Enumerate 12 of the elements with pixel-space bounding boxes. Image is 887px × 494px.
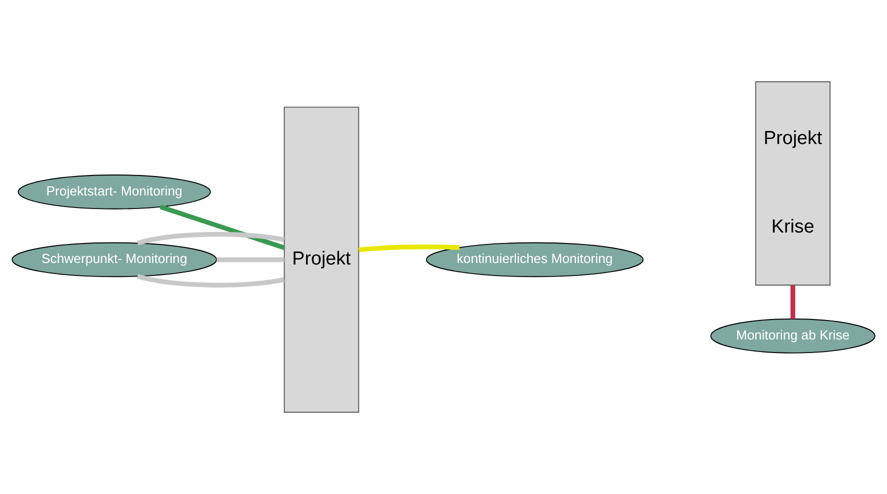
connector <box>790 285 796 319</box>
node-ellipse: kontinuierliches Monitoring <box>426 242 644 278</box>
node-ellipse: Projektstart- Monitoring <box>18 174 211 210</box>
connector <box>160 204 285 250</box>
node-box: Projekt <box>284 106 360 413</box>
node-ellipse: Schwerpunkt- Monitoring <box>12 242 218 278</box>
connector <box>137 232 284 246</box>
node-ellipse: Monitoring ab Krise <box>710 318 876 354</box>
connector <box>137 274 284 288</box>
connector <box>216 257 284 262</box>
node-box: Projekt Krise <box>755 81 831 286</box>
connector <box>358 244 460 252</box>
